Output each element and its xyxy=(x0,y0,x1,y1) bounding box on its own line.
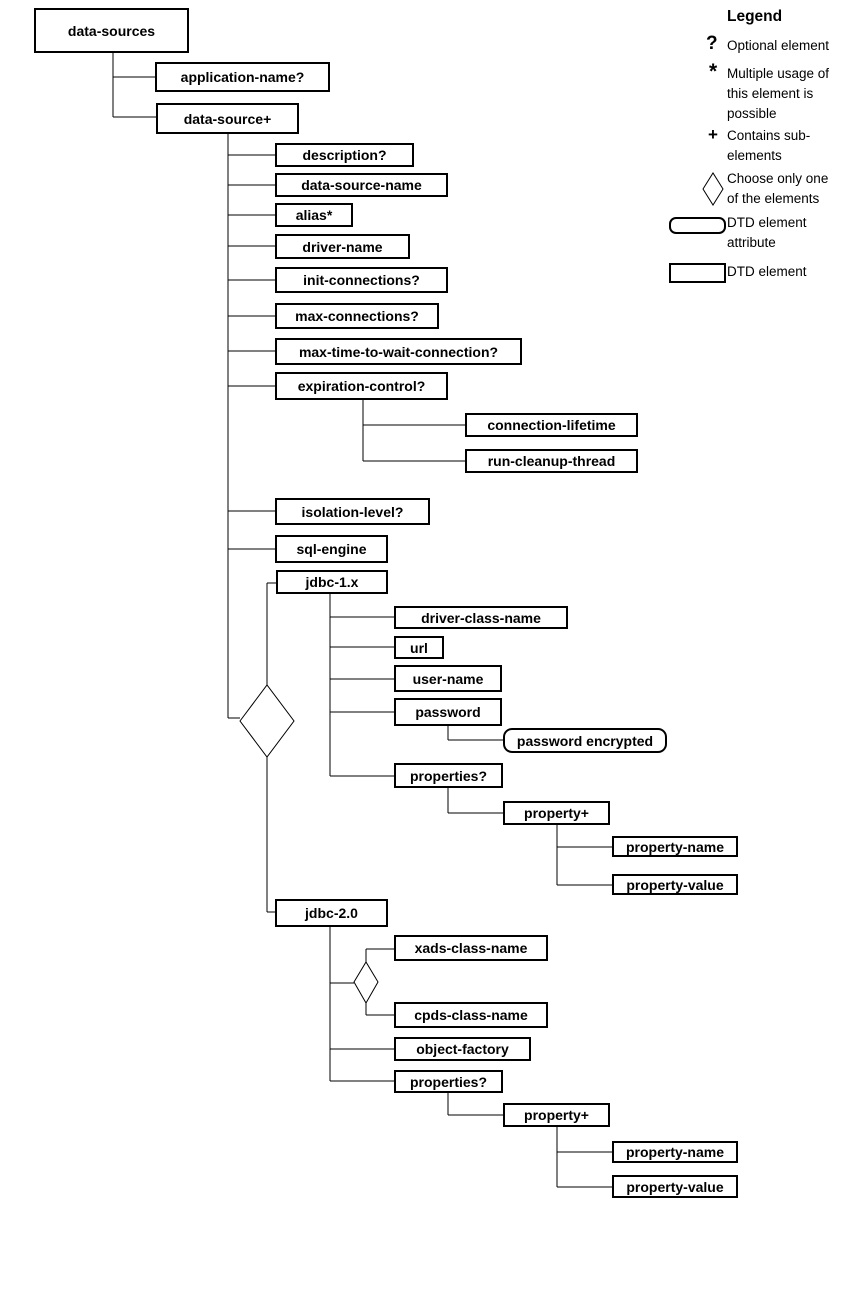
node-property-value-jdbc2: property-value xyxy=(612,1175,738,1198)
node-connection-lifetime: connection-lifetime xyxy=(465,413,638,437)
node-data-source-name: data-source-name xyxy=(275,173,448,197)
node-jdbc-1x: jdbc-1.x xyxy=(276,570,388,594)
attr-password-encrypted: password encrypted xyxy=(503,728,667,753)
node-properties-jdbc2: properties? xyxy=(394,1070,503,1093)
node-user-name: user-name xyxy=(394,665,502,692)
node-property-value-jdbc1: property-value xyxy=(612,874,738,895)
node-expiration-control: expiration-control? xyxy=(275,372,448,400)
legend-element-box-icon xyxy=(669,263,726,283)
node-driver-name: driver-name xyxy=(275,234,410,259)
connector-path xyxy=(112,53,612,1188)
node-application-name: application-name? xyxy=(155,62,330,92)
choice-diamond-jdbc xyxy=(239,684,295,758)
node-object-factory: object-factory xyxy=(394,1037,531,1061)
node-property-name-jdbc2: property-name xyxy=(612,1141,738,1163)
node-alias: alias* xyxy=(275,203,353,227)
node-properties-jdbc1: properties? xyxy=(394,763,503,788)
node-password: password xyxy=(394,698,502,726)
legend-optional-label: Optional element xyxy=(727,38,830,53)
legend-choice-label: Choose only one of the elements xyxy=(727,171,829,206)
node-jdbc-20: jdbc-2.0 xyxy=(275,899,388,927)
node-isolation-level: isolation-level? xyxy=(275,498,430,525)
node-data-sources: data-sources xyxy=(34,8,189,53)
legend-attribute-label: DTD element attribute xyxy=(727,215,807,250)
node-init-connections: init-connections? xyxy=(275,267,448,293)
node-data-source: data-source+ xyxy=(156,103,299,134)
legend-choice-diamond-icon xyxy=(702,172,724,206)
node-xads-class-name: xads-class-name xyxy=(394,935,548,961)
legend-contains-subelements-label: Contains sub- elements xyxy=(727,128,811,163)
node-max-connections: max-connections? xyxy=(275,303,439,329)
node-description: description? xyxy=(275,143,414,167)
legend-element-label: DTD element xyxy=(727,264,807,279)
node-property-jdbc2: property+ xyxy=(503,1103,610,1127)
multiple-usage-marker-icon: * xyxy=(709,60,718,83)
node-driver-class-name: driver-class-name xyxy=(394,606,568,629)
legend-title: Legend xyxy=(727,8,783,25)
contains-subelements-marker-icon: + xyxy=(708,125,718,144)
node-property-name-jdbc1: property-name xyxy=(612,836,738,857)
node-run-cleanup-thread: run-cleanup-thread xyxy=(465,449,638,473)
node-cpds-class-name: cpds-class-name xyxy=(394,1002,548,1028)
legend-attribute-box-icon xyxy=(669,217,726,234)
node-property-jdbc1: property+ xyxy=(503,801,610,825)
node-max-time-to-wait-connection: max-time-to-wait-connection? xyxy=(275,338,522,365)
legend-multiple-usage-label: Multiple usage of this element is possib… xyxy=(727,66,830,121)
optional-marker-icon: ? xyxy=(706,33,718,54)
node-url: url xyxy=(394,636,444,659)
choice-diamond-class-name xyxy=(353,961,379,1005)
node-sql-engine: sql-engine xyxy=(275,535,388,563)
